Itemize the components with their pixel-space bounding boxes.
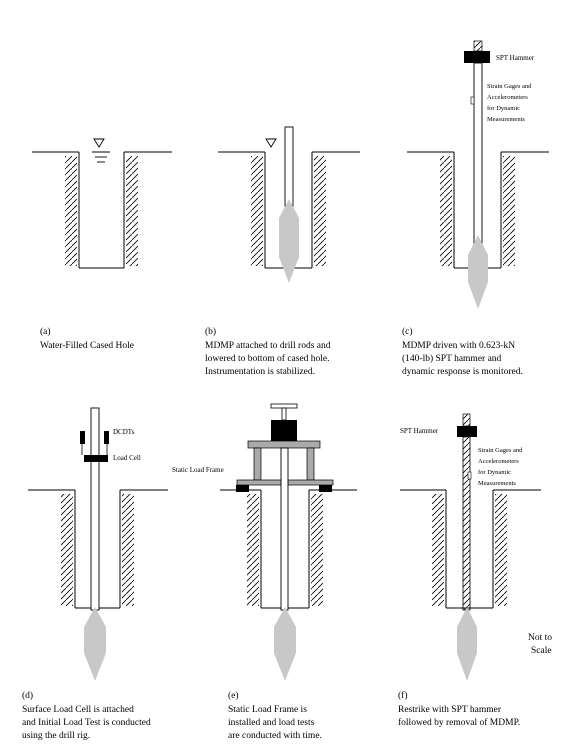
gauge-label: Measurements xyxy=(478,480,516,487)
load-cell-label: Load Cell xyxy=(113,454,141,462)
gauge-label: Accelerometers xyxy=(487,94,528,101)
gauge-label: Measurements xyxy=(487,116,525,123)
panel-c: SPT Hammer Strain Gages and Acceleromete… xyxy=(402,40,549,377)
load-cell xyxy=(84,455,108,462)
panel-b-letter: (b) xyxy=(205,326,216,337)
mdmp-probe xyxy=(468,235,488,309)
gauge-label: Accelerometers xyxy=(478,458,519,465)
guide-rod xyxy=(462,413,471,427)
casing-walls xyxy=(440,152,515,269)
panel-c-caption-line: dynamic response is monitored. xyxy=(402,367,523,377)
drill-rod xyxy=(284,126,294,207)
spt-hammer-label: SPT Hammer xyxy=(496,54,535,62)
panel-c-caption-line: (140-lb) SPT hammer and xyxy=(402,353,502,364)
gauge-label: Strain Gages and xyxy=(478,447,523,454)
drill-rod xyxy=(462,436,471,611)
panel-a: (a) Water-Filled Cased Hole xyxy=(32,138,172,351)
panel-b-caption-line: Instrumentation is stabilized. xyxy=(205,367,315,377)
spt-hammer xyxy=(464,51,490,63)
panel-c-caption-line: MDMP driven with 0.623-kN xyxy=(402,341,515,351)
strain-gage xyxy=(467,471,472,480)
panel-e-caption-line: are conducted with time. xyxy=(228,731,322,741)
panel-e-caption-line: Static Load Frame is xyxy=(228,705,307,715)
dcdt-sensors xyxy=(80,431,109,455)
water-table-icon xyxy=(265,138,277,148)
panel-f-letter: (f) xyxy=(398,690,408,701)
mdmp-probe xyxy=(457,607,477,681)
gauge-label: for Dynamic xyxy=(478,469,511,476)
panel-d-letter: (d) xyxy=(22,690,33,701)
panel-e-caption-line: installed and load tests xyxy=(228,718,315,728)
mdmp-probe xyxy=(279,199,299,283)
panel-e-letter: (e) xyxy=(228,690,239,701)
panel-a-caption-line: Water-Filled Cased Hole xyxy=(40,341,134,351)
panel-e: Static Load Frame (e) Static Load Frame … xyxy=(172,403,357,741)
panel-f-caption-line: followed by removal of MDMP. xyxy=(398,717,520,728)
panel-a-letter: (a) xyxy=(40,326,51,337)
casing-walls xyxy=(247,490,323,609)
strain-gage xyxy=(470,96,475,105)
spt-hammer-label: SPT Hammer xyxy=(400,427,439,435)
panel-b-caption-line: MDMP attached to drill rods and xyxy=(205,341,331,351)
gauge-label: Strain Gages and xyxy=(487,83,532,90)
panel-d: DCDTs Load Cell (d) Surface Load Cell is… xyxy=(22,407,168,741)
gauge-label: for Dynamic xyxy=(487,105,520,112)
scale-note: Scale xyxy=(531,646,552,656)
casing-walls xyxy=(65,152,138,269)
scale-note: Not to xyxy=(528,633,552,643)
drill-rod xyxy=(90,407,100,611)
mdmp-probe xyxy=(84,607,106,681)
spt-hammer xyxy=(457,426,477,437)
panel-b-caption-line: lowered to bottom of cased hole. xyxy=(205,353,330,364)
dcdt-label: DCDTs xyxy=(113,428,135,436)
mdmp-probe xyxy=(274,607,296,681)
drill-rod xyxy=(280,447,289,611)
static-load-frame-label: Static Load Frame xyxy=(172,466,224,474)
water-table-icon xyxy=(92,138,110,163)
guide-rod xyxy=(473,40,483,52)
panel-d-caption-line: Surface Load Cell is attached xyxy=(22,704,134,715)
casing-walls xyxy=(61,490,134,609)
panel-c-letter: (c) xyxy=(402,326,413,337)
panel-f-caption-line: Restrike with SPT hammer xyxy=(398,705,502,715)
panel-b: (b) MDMP attached to drill rods and lowe… xyxy=(205,126,360,377)
panel-d-caption-line: using the drill rig. xyxy=(22,731,90,741)
drill-rod xyxy=(473,62,483,246)
panel-d-caption-line: and Initial Load Test is conducted xyxy=(22,718,151,728)
panel-f: SPT Hammer Strain Gages and Acceleromete… xyxy=(398,413,541,728)
casing-walls xyxy=(432,490,507,609)
